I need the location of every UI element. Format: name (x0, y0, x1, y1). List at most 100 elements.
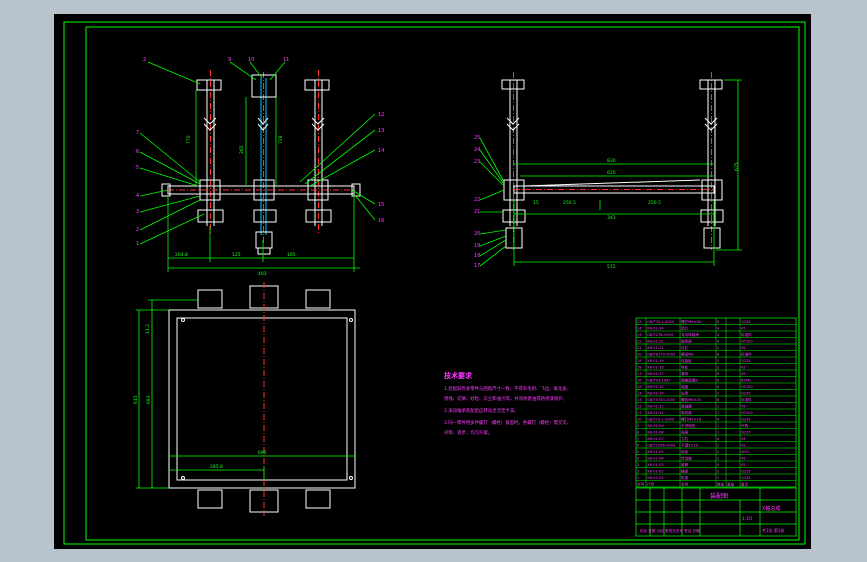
leader-label: 13 (378, 128, 384, 134)
parts-cell: 1 (717, 405, 719, 409)
parts-cell: 4 (717, 333, 720, 337)
parts-cell: 深沟球轴承 (681, 332, 699, 337)
dim-text: 830 (607, 158, 616, 164)
parts-cell: 联轴器 (681, 404, 692, 409)
assembly-name: X轴总成 (762, 505, 780, 512)
parts-cell: XB-01-22 (647, 340, 664, 344)
parts-cell: 2 (717, 457, 719, 461)
leader-label: 19 (474, 243, 480, 249)
parts-cell: 标准件 (741, 352, 752, 357)
leader-label: 3 (136, 209, 139, 215)
dim-text: 693 (146, 395, 152, 404)
parts-cell: 24 (637, 327, 642, 331)
parts-cell: 3 (637, 463, 639, 467)
leader-label: 15 (378, 202, 384, 208)
parts-cell: 45 (741, 366, 746, 370)
parts-cell: 45 (741, 327, 746, 331)
parts-cell: 4 (717, 372, 720, 376)
parts-cell: XB-01-08 (647, 431, 664, 435)
parts-cell: 14 (637, 392, 642, 396)
parts-cell: Q235 (741, 418, 751, 422)
leader-label: 23 (474, 159, 480, 165)
parts-cell: 20 (637, 353, 642, 357)
technical-notes: 技术要求 1.装配前检查零件与图纸尺寸一致，不得有毛刺、飞边、氧化皮、 锈蚀、切… (444, 371, 571, 436)
parts-cell: 电机座 (681, 410, 692, 415)
parts-cell: 45 (741, 346, 746, 350)
parts-cell: HT150 (741, 385, 753, 389)
parts-cell: 12 (637, 405, 642, 409)
leader-label: 1 (136, 241, 139, 247)
parts-cell: 2 (637, 470, 639, 474)
parts-cell: Q235 (741, 470, 751, 474)
sheet-info: 共1张 第1张 (762, 527, 784, 533)
parts-cell: 1 (717, 476, 719, 480)
parts-cell: XB-01-21 (647, 346, 664, 350)
dim-text: 403 (258, 271, 267, 277)
parts-cell: XB-01-17 (647, 372, 664, 376)
side-view-dimensions (479, 79, 742, 267)
parts-cell: 2 (717, 359, 719, 363)
parts-cell: 标准件 (741, 397, 752, 402)
parts-cell: 19 (637, 359, 642, 363)
parts-cell: 25 (637, 320, 642, 324)
parts-cell: 连接板 (681, 358, 692, 363)
parts-cell: 2 (717, 444, 719, 448)
parts-cell: 弹簧垫圈8 (681, 378, 698, 383)
parts-cell: Q235 (741, 476, 751, 480)
parts-cell: 45 (741, 444, 746, 448)
title-block-text: 装配图 X轴总成 1:10 共1张 第1张 标记 处数 分区 更改文件号 签名 … (640, 492, 784, 533)
dim-text: 770 (186, 135, 192, 144)
parts-header-cell: 备注 (741, 482, 749, 487)
dim-text: 285.8 (210, 464, 223, 470)
front-view-dim-text: 125 165 403 204.8 770 265 728 (175, 135, 296, 277)
parts-header-cell: 序号 (637, 482, 645, 487)
leader-label: 14 (378, 148, 384, 154)
front-view-dimensions (139, 61, 376, 272)
parts-cell: GB/T70.1-2000 (647, 418, 675, 422)
parts-cell: 支架 (681, 391, 689, 396)
parts-cell: 螺钉M5×16 (681, 417, 702, 422)
tech-note-line: 1.装配前检查零件与图纸尺寸一致，不得有毛刺、飞边、氧化皮、 (444, 385, 571, 392)
leader-label: 6 (136, 149, 139, 155)
parts-cell: 17 (637, 372, 642, 376)
leader-label: 7 (136, 130, 139, 136)
parts-cell: 6 (637, 444, 640, 448)
side-view-dim-text: 830 620 343 250.5 250.5 675 15 572 (533, 158, 740, 270)
dim-text: 165 (287, 252, 296, 258)
tech-note-line: 锈蚀、切屑、砂粒、灰尘和油污等，并涂防锈油或防锈漆保护。 (444, 395, 567, 402)
parts-cell: 40Cr (741, 450, 750, 454)
parts-header-cell: 代号 (647, 482, 655, 487)
parts-cell: Q235 (741, 431, 751, 435)
parts-cell: 平键5×20 (681, 443, 699, 448)
front-view (161, 70, 361, 255)
parts-cell: 8 (717, 320, 720, 324)
parts-cell: Q235 (741, 392, 751, 396)
leader-label: 17 (474, 263, 480, 269)
leader-label: 2 (136, 227, 139, 233)
parts-cell: 16 (637, 379, 642, 383)
parts-cell: XB-01-14 (647, 392, 664, 396)
parts-cell: 4 (717, 340, 720, 344)
side-view (501, 72, 724, 250)
parts-cell: 13 (637, 398, 642, 402)
parts-cell: 丝杠 (681, 345, 689, 350)
parts-cell: 1 (717, 424, 719, 428)
parts-cell: 导轨 (681, 365, 689, 370)
leader-label: 18 (474, 253, 480, 259)
leader-label: 4 (136, 193, 139, 199)
parts-cell: XB-01-11 (647, 411, 664, 415)
parts-cell: 传动轴 (681, 456, 692, 461)
parts-cell: XB-01-24 (647, 327, 664, 331)
parts-cell: GB/T1096-2003 (647, 444, 675, 448)
parts-cell: XB-01-04 (647, 457, 664, 461)
dim-text: 675 (734, 162, 740, 171)
parts-cell: XB-01-05 (647, 450, 664, 454)
parts-cell: 端盖 (681, 384, 689, 389)
parts-cell: GB/T5783-2000 (647, 398, 676, 402)
parts-cell: 套筒 (681, 462, 689, 467)
leader-label: 22 (474, 197, 480, 203)
dim-text: 572 (607, 264, 616, 270)
dim-text: 15 (533, 200, 539, 206)
parts-cell: GB/T6170-2000 (647, 353, 676, 357)
